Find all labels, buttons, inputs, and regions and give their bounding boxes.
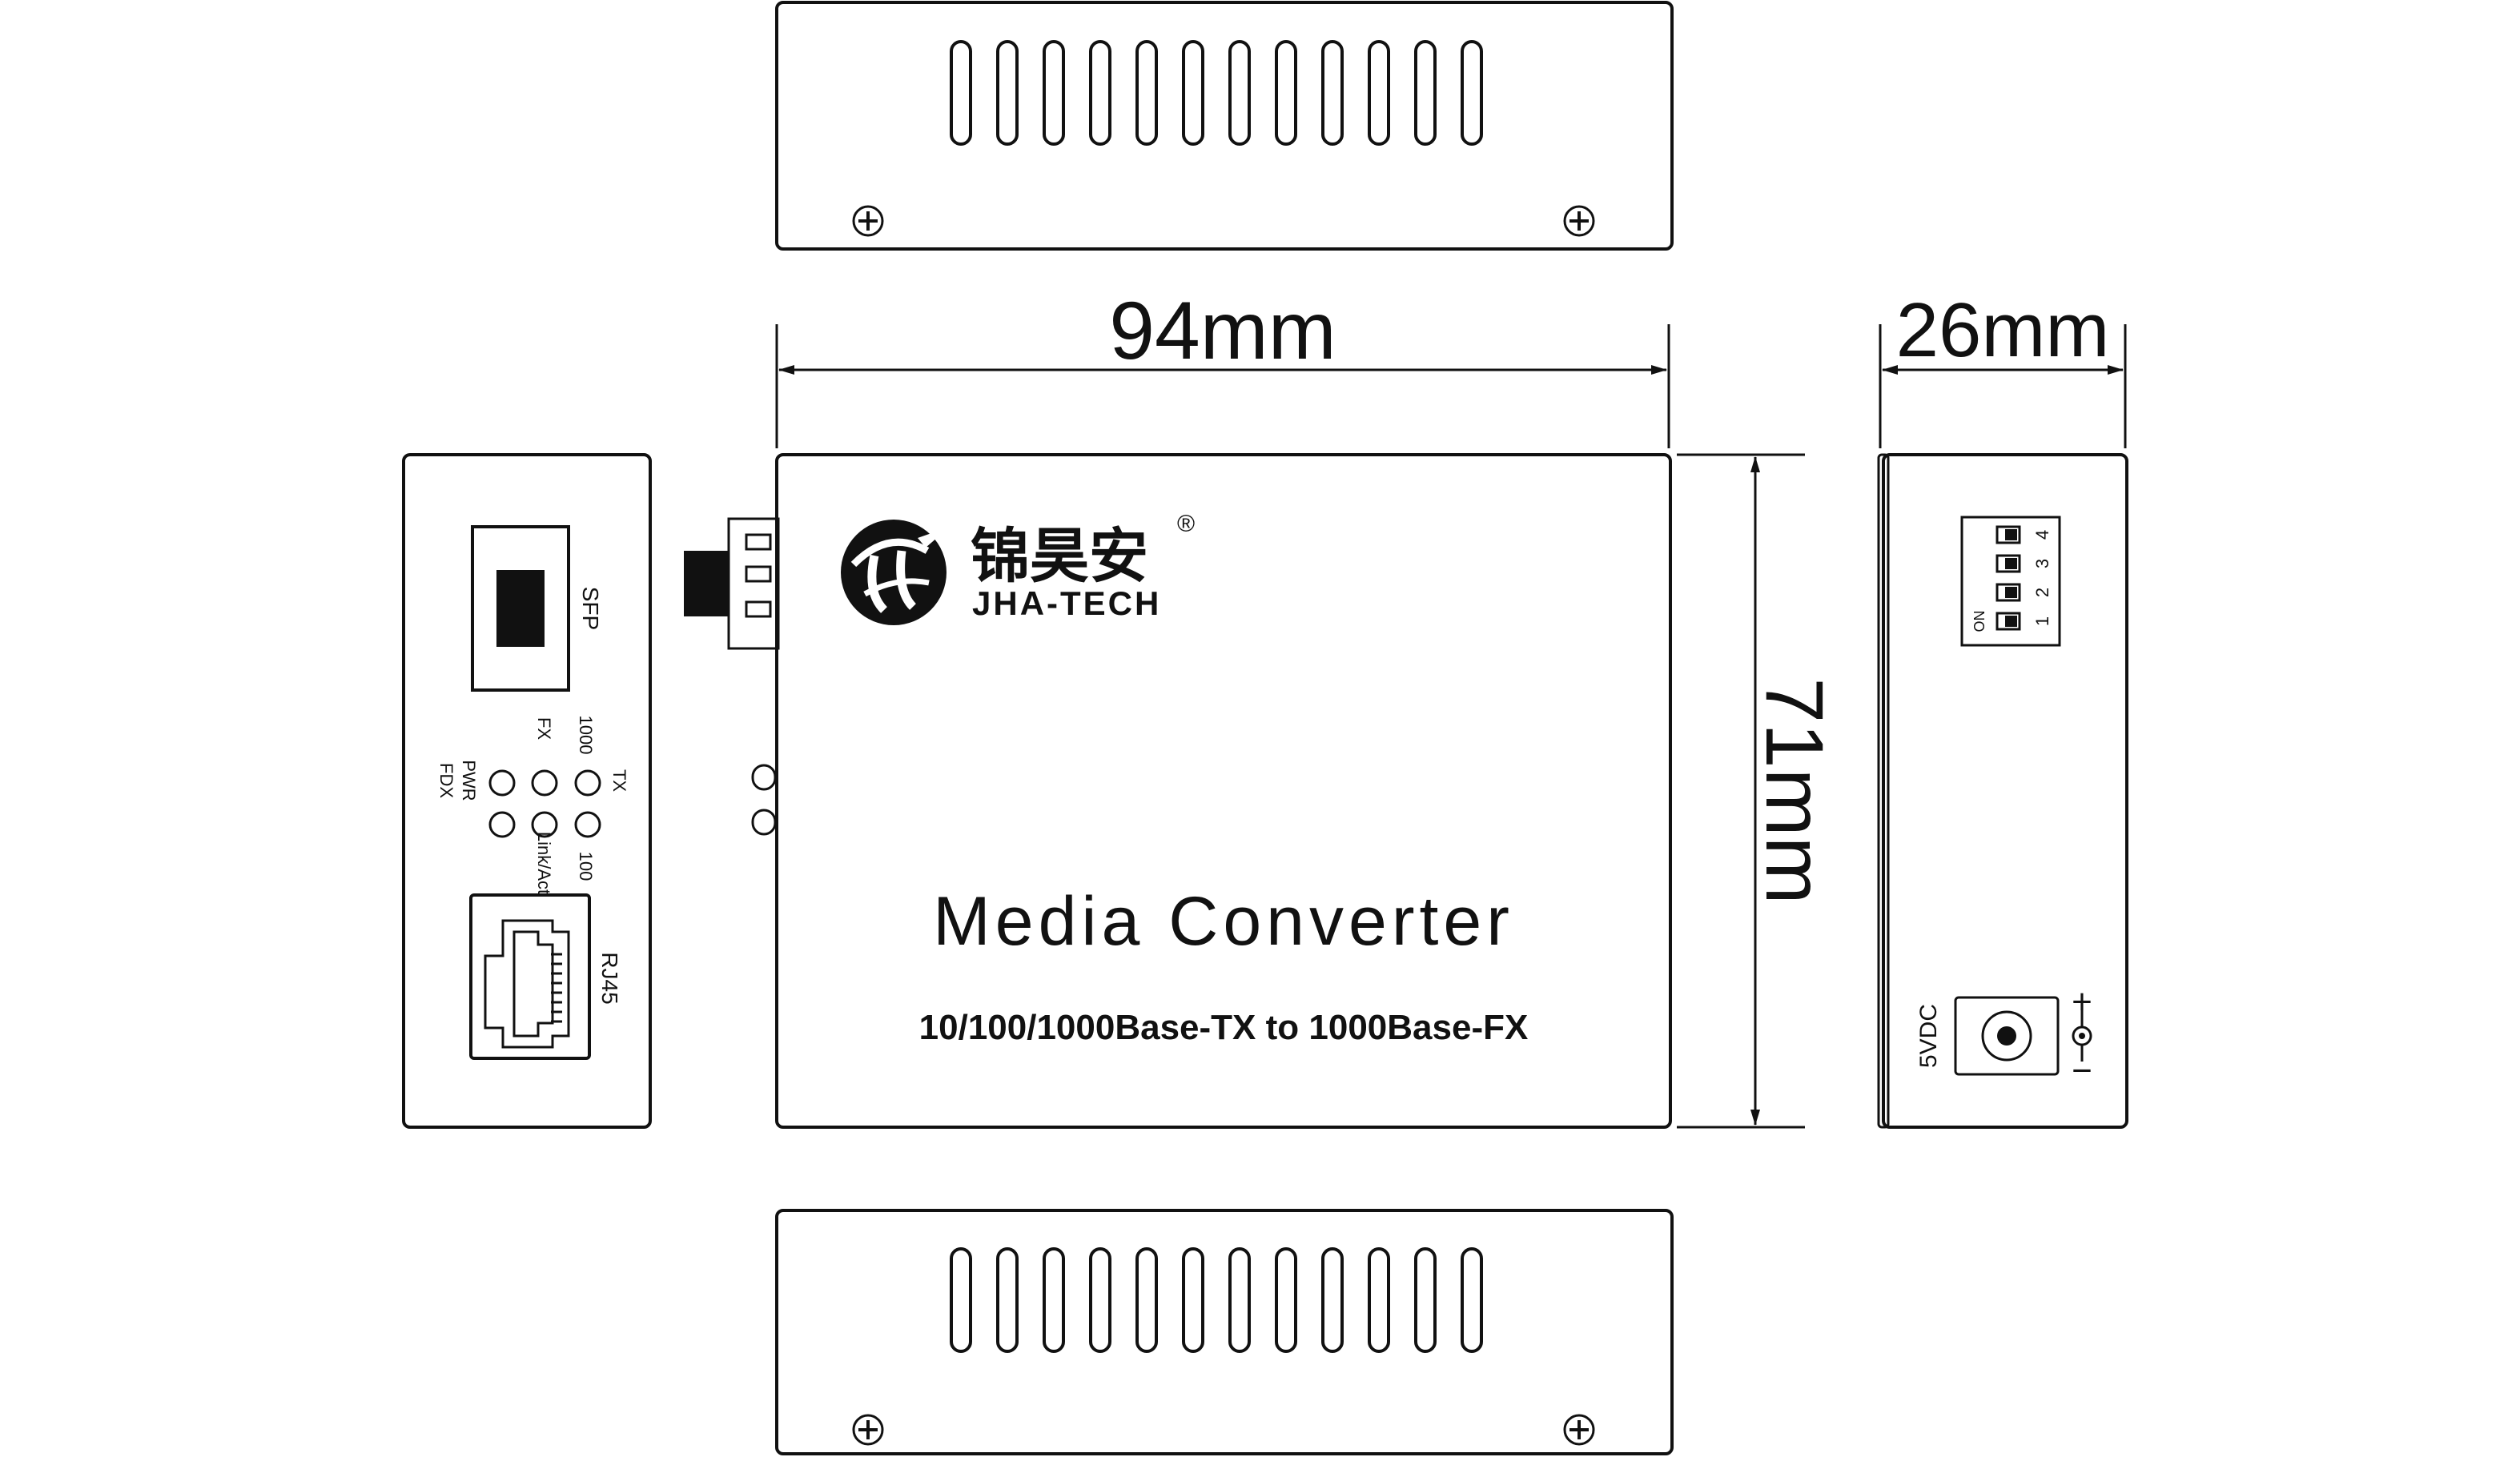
- led-label-fx: FX: [534, 717, 554, 740]
- vent-slot: [1228, 1247, 1251, 1353]
- height-dimension: 71mm: [1677, 453, 1840, 1129]
- top-vent-slots: [950, 40, 1483, 146]
- rear-panel-body: [1882, 453, 2128, 1129]
- dip-number-1: 1: [2032, 616, 2052, 626]
- screw-icon: [852, 1414, 884, 1446]
- polarity-minus: −: [2072, 1051, 2092, 1090]
- vent-slot: [1135, 40, 1158, 146]
- led-label-tx: TX: [609, 769, 629, 792]
- vent-slot: [950, 1247, 972, 1353]
- product-title: Media Converter: [933, 883, 1514, 960]
- depth-dimension: 26mm: [1879, 287, 2127, 448]
- brand-name-cn: 锦昊安: [971, 523, 1148, 589]
- vent-slot: [1089, 40, 1111, 146]
- front-panel-body: [402, 453, 652, 1129]
- led-label-1000: 1000: [576, 716, 596, 755]
- vent-slot: [1414, 1247, 1437, 1353]
- screw-icon: [852, 205, 884, 237]
- dip-switch-icon: [1960, 516, 2061, 647]
- vent-slot: [1043, 40, 1065, 146]
- width-label: 94mm: [1109, 285, 1336, 376]
- jh-swoosh-logo: [841, 520, 950, 625]
- dip-on-label: ON: [1971, 611, 1987, 632]
- height-label: 71mm: [1749, 677, 1840, 904]
- dip-number-3: 3: [2032, 559, 2052, 568]
- bottom-vent-slots: [950, 1247, 1483, 1353]
- vent-slot: [1368, 1247, 1390, 1353]
- vent-slot: [1228, 40, 1251, 146]
- main-view-body: [775, 453, 1672, 1129]
- rj45-label: RJ45: [597, 952, 622, 1004]
- bottom-view-body: [775, 1209, 1674, 1455]
- vent-slot: [950, 40, 972, 146]
- screw-icon: [1563, 205, 1595, 237]
- dip-number-2: 2: [2032, 588, 2052, 597]
- screw-icon: [1563, 1414, 1595, 1446]
- led-indicator-icon: [488, 769, 601, 838]
- vent-slot: [1461, 1247, 1483, 1353]
- main-view: 锦昊安 ® JHA-TECH Media Converter 10/100/10…: [684, 453, 1672, 1129]
- sfp-label: SFP: [578, 587, 603, 630]
- registered-mark: ®: [1177, 511, 1195, 537]
- vent-slot: [1368, 40, 1390, 146]
- vent-slot: [1043, 1247, 1065, 1353]
- vent-slot: [1321, 1247, 1344, 1353]
- sfp-cage-icon: [471, 525, 570, 692]
- product-subtitle: 10/100/1000Base-TX to 1000Base-FX: [919, 1008, 1529, 1047]
- vent-slot: [1321, 40, 1344, 146]
- power-label: 5VDC: [1915, 1004, 1942, 1068]
- led-label-fdx: FDX: [436, 763, 456, 798]
- top-view: [775, 1, 1674, 251]
- polarity-symbol: [2072, 1010, 2092, 1062]
- vent-slot: [996, 1247, 1019, 1353]
- top-view-body: [775, 1, 1674, 251]
- vent-slot: [996, 40, 1019, 146]
- width-dimension: 94mm: [775, 285, 1670, 448]
- vent-slot: [1275, 40, 1297, 146]
- polarity-plus: +: [2072, 982, 2092, 1022]
- side-led-bumps: [751, 764, 777, 836]
- led-label-pwr: PWR: [459, 760, 479, 801]
- vent-slot: [1182, 40, 1204, 146]
- vent-slot: [1135, 1247, 1158, 1353]
- fiber-connector: [684, 517, 780, 650]
- dc-jack-icon: [1954, 996, 2060, 1076]
- vent-slot: [1414, 40, 1437, 146]
- depth-label: 26mm: [1896, 287, 2110, 373]
- dip-number-4: 4: [2032, 530, 2052, 540]
- brand-name-en: JHA-TECH: [972, 584, 1161, 622]
- rj45-port-icon: [469, 893, 591, 1060]
- bottom-view: [775, 1209, 1674, 1455]
- rear-panel: ON 1 2 3 4 5VDC + −: [1877, 453, 2128, 1129]
- vent-slot: [1275, 1247, 1297, 1353]
- vent-slot: [1182, 1247, 1204, 1353]
- vent-slot: [1461, 40, 1483, 146]
- front-panel: SFP PWR FDX FX 1000 TX Link/Act 100: [402, 453, 652, 1129]
- led-label-100: 100: [576, 852, 596, 881]
- vent-slot: [1089, 1247, 1111, 1353]
- led-label-link-act: Link/Act: [534, 832, 554, 894]
